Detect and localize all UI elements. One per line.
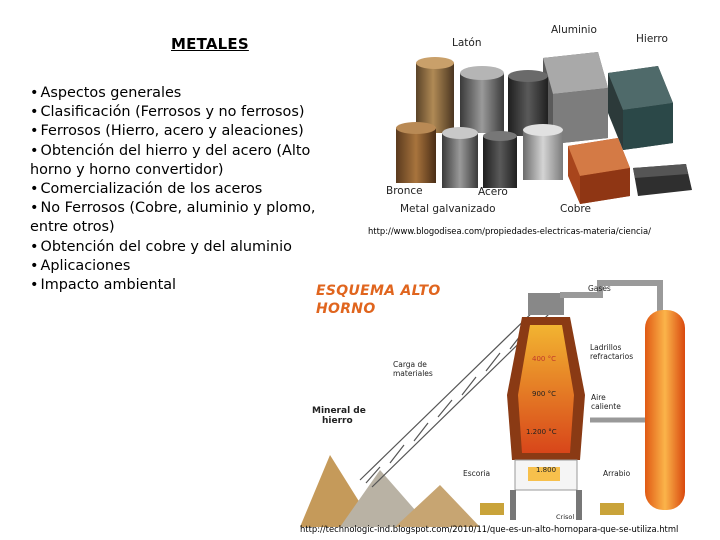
label-aire-2: caliente (591, 402, 621, 411)
furnace-title: ESQUEMA ALTO HORNO (316, 282, 441, 318)
ore-pile (395, 485, 480, 527)
metals-source-url: http://www.blogodisea.com/propiedades-el… (368, 226, 651, 236)
bullet-text: Comercialización de los aceros (40, 181, 263, 198)
bullet-item: •Comercialización de los aceros (30, 180, 322, 199)
label-mineral-1: Mineral de (312, 406, 366, 416)
label-aire-1: Aire (591, 393, 606, 402)
label-crisol: Crisol (556, 513, 574, 521)
bullet-dot: • (30, 142, 39, 159)
label-gases: Gases (588, 284, 611, 293)
bullet-item: •Aspectos generales (30, 84, 322, 103)
iron-cart (600, 503, 624, 515)
aluminio-block (543, 52, 608, 144)
furnace-source-url: http://technologic-ind.blogspot.com/2010… (300, 524, 679, 534)
metals-photo: Latón Aluminio Hierro Bronce Acero Metal… (386, 24, 692, 215)
furnace-title-line-2: HORNO (316, 301, 376, 317)
furnace-title-line-1: ESQUEMA ALTO (316, 283, 441, 299)
steel-cylinder-front (523, 124, 563, 180)
bullet-item: •Obtención del hierro y del acero (Alto … (30, 142, 322, 180)
label-bronce: Bronce (386, 185, 423, 197)
molten-iron (528, 467, 560, 481)
bullet-list: •Aspectos generales •Clasificación (Ferr… (30, 84, 322, 295)
bullet-text: Clasificación (Ferrosos y no ferrosos) (40, 104, 305, 121)
bullet-text: Aplicaciones (40, 257, 131, 274)
steel-cylinder-back (460, 66, 504, 133)
bullet-dot: • (30, 277, 39, 294)
bullet-text: Obtención del hierro y del acero (Alto h… (30, 142, 311, 178)
bullet-text: Ferrosos (Hierro, acero y aleaciones) (40, 123, 304, 140)
bullet-dot: • (30, 181, 39, 198)
hot-air-stove (645, 310, 685, 510)
bullet-text: Obtención del cobre y del aluminio (40, 238, 292, 255)
laton-cylinder (416, 57, 454, 133)
label-laton: Latón (452, 37, 481, 49)
bullet-dot: • (30, 238, 39, 255)
label-mineral-2: hierro (322, 416, 353, 426)
gas-pipe (560, 280, 663, 315)
bronce-cylinder (396, 122, 436, 183)
bullet-item: •No Ferrosos (Cobre, aluminio y plomo, e… (30, 199, 322, 237)
label-temp-1200: 1.200 °C (526, 428, 557, 436)
slag-cart (480, 503, 504, 515)
label-temp-900: 900 °C (532, 390, 556, 398)
bullet-dot: • (30, 200, 39, 217)
blast-furnace-diagram: Gases Carga de materiales Ladrillos refr… (300, 280, 685, 527)
label-galvanizado: Metal galvanizado (400, 203, 496, 215)
label-arrabio: Arrabio (603, 469, 631, 478)
ore-pile (340, 470, 430, 527)
label-carga-1: Carga de (393, 360, 427, 369)
bullet-item: •Aplicaciones (30, 257, 322, 276)
bullet-item: •Ferrosos (Hierro, acero y aleaciones) (30, 122, 322, 141)
bullet-dot: • (30, 104, 39, 121)
support (576, 490, 582, 520)
bullet-dot: • (30, 123, 39, 140)
galvanized-cylinder (442, 127, 478, 188)
label-temp-1800: 1.800 (536, 466, 556, 474)
cobre-block (568, 138, 630, 204)
hopper (528, 293, 564, 315)
bullet-item: •Clasificación (Ferrosos y no ferrosos) (30, 103, 322, 122)
bullet-text: Aspectos generales (40, 85, 182, 101)
label-carga-2: materiales (393, 369, 433, 378)
bullet-dot: • (30, 257, 39, 274)
label-temp-400: 400 °C (532, 355, 556, 363)
slide-title: METALES (171, 35, 249, 53)
label-aluminio: Aluminio (551, 24, 597, 36)
bullet-item: •Impacto ambiental (30, 276, 322, 295)
hierro-block (608, 66, 673, 150)
support (510, 490, 516, 520)
label-ladrillos-1: Ladrillos (590, 343, 621, 352)
furnace-interior (518, 325, 574, 453)
dark-cylinder-back (508, 70, 548, 136)
label-escoria: Escoria (463, 469, 490, 478)
bullet-text: Impacto ambiental (40, 277, 177, 294)
dark-bar (633, 164, 692, 196)
bullet-item: •Obtención del cobre y del aluminio (30, 238, 322, 257)
acero-cylinder (483, 131, 517, 188)
label-ladrillos-2: refractarios (590, 352, 633, 361)
bullet-dot: • (30, 85, 39, 101)
label-hierro: Hierro (636, 33, 668, 45)
label-cobre: Cobre (560, 203, 591, 215)
label-acero: Acero (478, 186, 508, 198)
bullet-text: No Ferrosos (Cobre, aluminio y plomo, en… (30, 200, 316, 236)
